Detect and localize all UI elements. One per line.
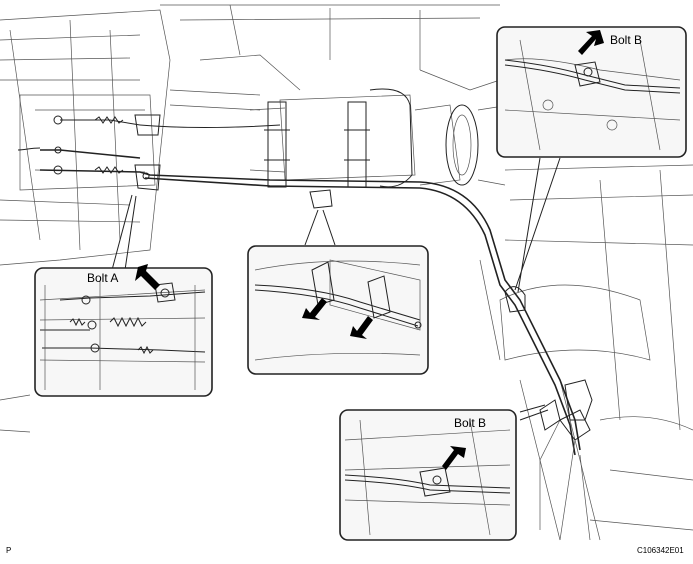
chassis-underbody-drawing: [0, 4, 693, 541]
bolt-b-top-label: Bolt B: [610, 33, 643, 47]
arrow-clamp-right-icon: [350, 316, 373, 339]
brake-cable-assembly: [17, 114, 593, 541]
arrow-bolt-b-bottom-icon: [442, 446, 466, 470]
arrow-clamp-left-icon: [302, 298, 327, 320]
figure-code: C106342E01: [637, 546, 684, 555]
callout-panel-bolt-a: [34, 267, 213, 397]
callout-panel-bolt-b-bottom: [339, 409, 517, 541]
bolt-a-label: Bolt A: [87, 271, 119, 285]
figure-corner-mark: P: [6, 546, 12, 555]
indicator-arrows: [135, 30, 604, 470]
callout-panel-bolt-b-top: [496, 26, 687, 158]
leader-lines: [111, 157, 561, 421]
callout-panel-clamps: [247, 245, 429, 375]
bolt-b-bottom-label: Bolt B: [454, 416, 487, 430]
arrow-bolt-b-top-icon: [578, 30, 604, 55]
arrow-bolt-a-icon: [135, 264, 160, 290]
